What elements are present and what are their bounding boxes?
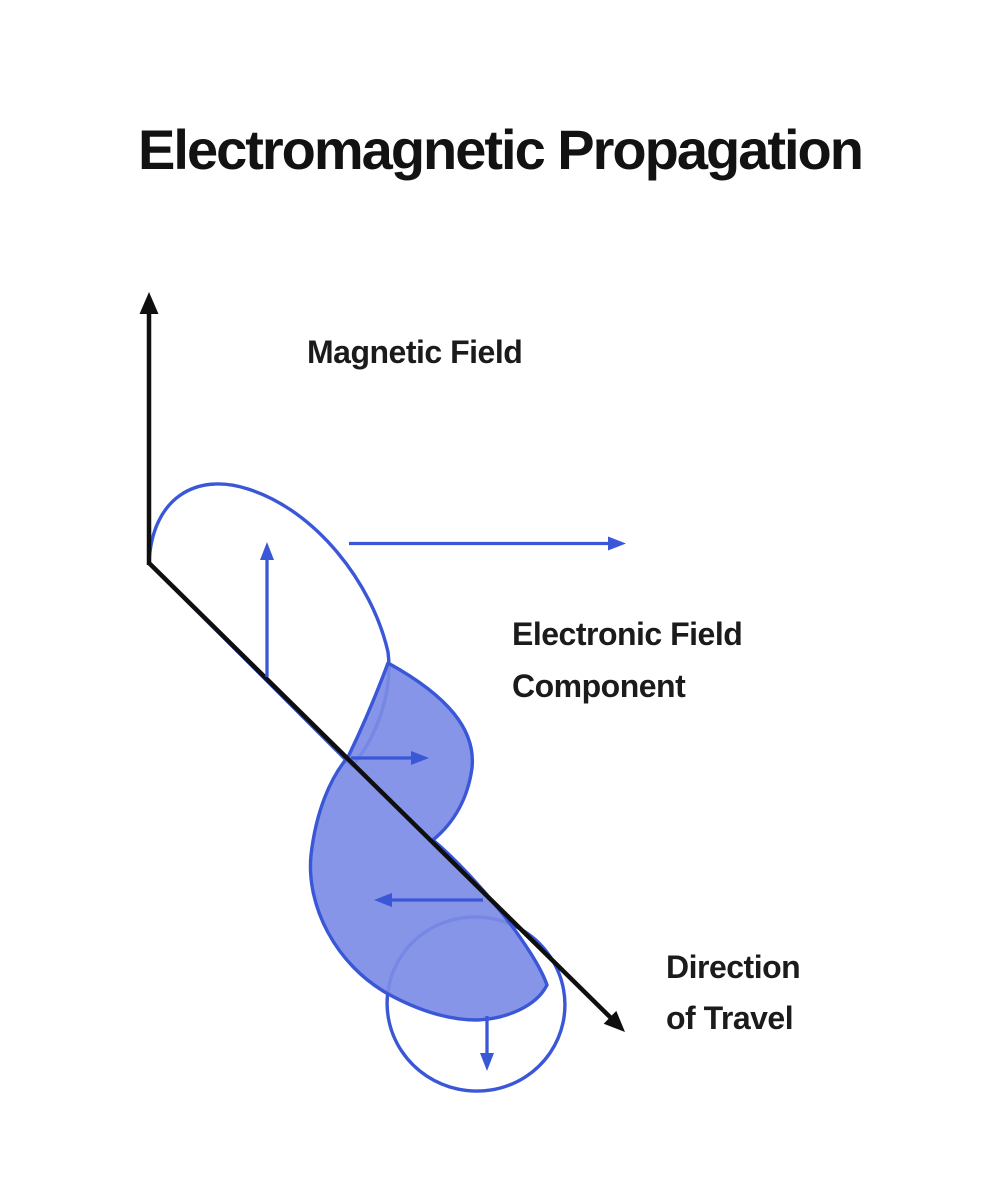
right-field-arrowhead-icon <box>411 751 429 765</box>
label-direction-of-travel: Direction of Travel <box>666 942 801 1044</box>
left-field-arrowhead-icon <box>374 893 392 907</box>
label-magnetic-field-text: Magnetic Field <box>307 334 523 370</box>
vertical-axis-arrowhead-icon <box>139 292 159 314</box>
label-magnetic-field: Magnetic Field <box>307 334 523 371</box>
label-electronic-field-line2: Component <box>512 668 686 704</box>
field-arrows <box>260 536 626 1071</box>
label-electronic-field-line1: Electronic Field <box>512 616 743 652</box>
up-field-arrowhead-icon <box>260 542 274 560</box>
propagation-axis-arrowhead-icon <box>603 1010 625 1032</box>
down-field-arrowhead-icon <box>480 1053 494 1071</box>
label-direction-line1: Direction <box>666 949 801 985</box>
label-direction-line2: of Travel <box>666 1000 794 1036</box>
label-electronic-field-component: Electronic Field Component <box>512 608 743 712</box>
propagation-axis-line <box>147 561 614 1021</box>
field-lobe-top-white <box>147 482 391 768</box>
horizontal-field-arrowhead-icon <box>608 536 626 551</box>
diagram-title: Electromagnetic Propagation <box>138 118 864 181</box>
